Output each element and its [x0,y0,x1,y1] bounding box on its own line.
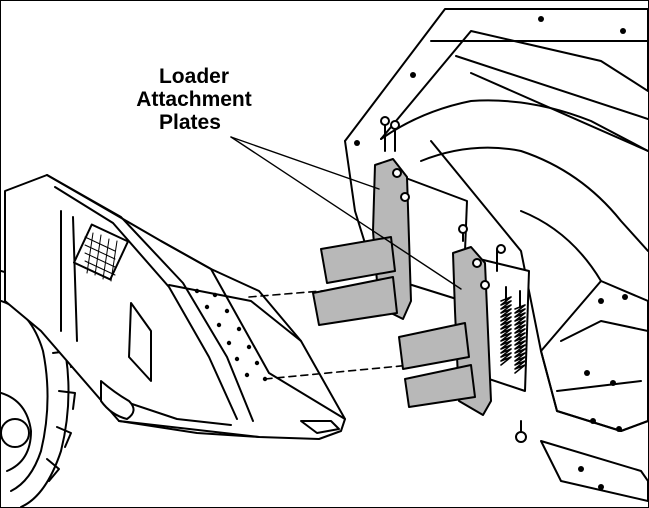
callout-leader-lines [230,136,462,290]
lower-attachment-plate [398,224,530,416]
callout-line-3: Plates [159,111,221,134]
trip-springs [500,286,527,443]
loader-attachment-plates-label: Loader Attachment Plates [119,65,269,134]
upper-attachment-plate [312,116,468,326]
snowplow-frame [344,8,648,502]
callout-line-1: Loader [158,65,229,88]
loader-bucket [4,174,346,440]
callout-line-2: Attachment [136,88,252,111]
